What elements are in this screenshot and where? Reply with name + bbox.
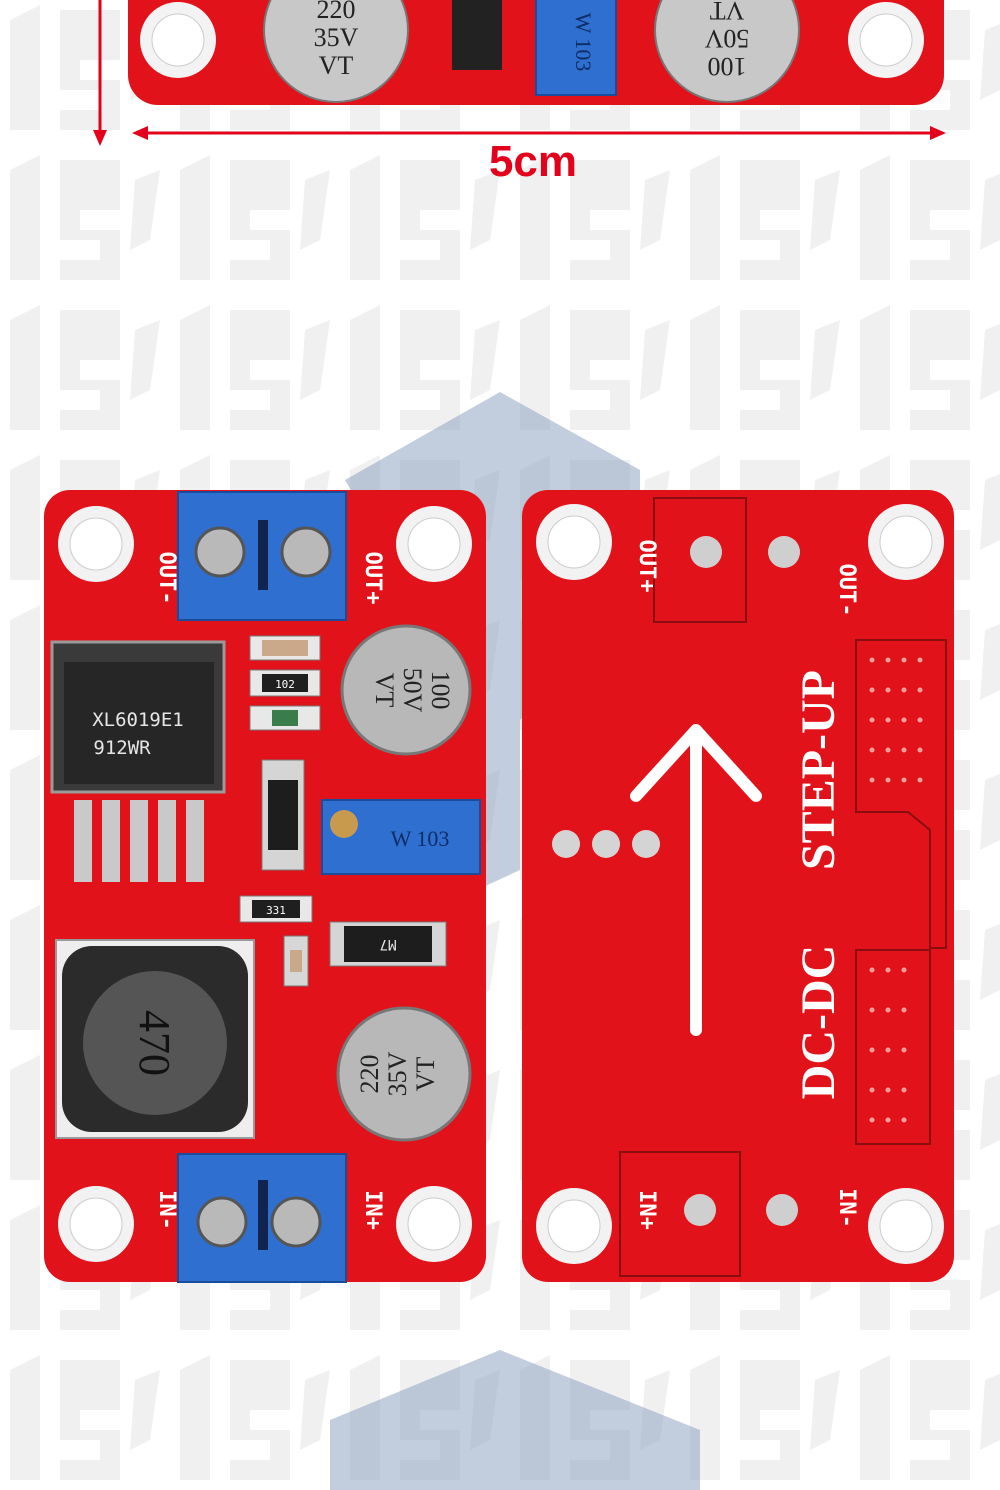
trimmer-label: W 103 bbox=[391, 826, 450, 851]
inductor-label: 470 bbox=[130, 1010, 179, 1076]
back-label-out-plus: OUT+ bbox=[634, 540, 659, 593]
top-cap-left-line3: VT bbox=[319, 51, 354, 80]
label-out-plus: OUT+ bbox=[360, 552, 385, 605]
arrow-up-icon bbox=[630, 724, 762, 1036]
ic-line-2: 912WR bbox=[93, 737, 151, 759]
ic-line-1: XL6019E1 bbox=[92, 709, 184, 731]
label-out-minus: OUT- bbox=[154, 552, 179, 605]
top-cap-left-line2: 35V bbox=[314, 23, 359, 52]
diode-m7-label: M7 bbox=[380, 936, 397, 952]
top-trimmer-label: W 103 bbox=[571, 13, 596, 72]
label-in-minus: IN- bbox=[154, 1190, 179, 1230]
back-label-in-minus: IN- bbox=[834, 1188, 859, 1228]
back-board: OUT+ OUT- IN+ IN- STEP-UP DC-DC bbox=[522, 490, 954, 1282]
back-label-in-plus: IN+ bbox=[634, 1190, 659, 1230]
back-title-dcdc: DC-DC bbox=[792, 945, 845, 1100]
cap-100-line3: VT bbox=[370, 673, 399, 708]
top-cap-right-line2: 50V bbox=[704, 24, 749, 53]
top-cap-right-line3: VT bbox=[710, 0, 745, 25]
cap-100-line1: 100 bbox=[426, 671, 455, 710]
cap-220-line3: VT bbox=[411, 1057, 440, 1092]
cap-220-line2: 35V bbox=[383, 1051, 412, 1096]
top-cap-left-line1: 220 bbox=[317, 0, 356, 24]
capacitor-220uf bbox=[336, 1006, 472, 1142]
measurement: 5cm bbox=[93, 0, 946, 186]
cap-220-line1: 220 bbox=[355, 1055, 384, 1094]
label-in-plus: IN+ bbox=[360, 1190, 385, 1230]
top-cap-right-line1: 100 bbox=[708, 52, 747, 81]
front-board: OUT- OUT+ XL6019E1 912WR 102 100 50V VT bbox=[44, 490, 486, 1283]
cap-100-line2: 50V bbox=[398, 668, 427, 713]
back-label-out-minus: OUT- bbox=[834, 564, 859, 617]
resistor-102-label: 102 bbox=[275, 678, 295, 691]
width-measurement-label: 5cm bbox=[489, 137, 577, 186]
capacitor-100uf bbox=[340, 624, 472, 756]
top-board: 220 35V VT W 103 100 50V VT bbox=[128, 0, 944, 105]
resistor-331-label: 331 bbox=[266, 904, 286, 917]
back-title-stepup: STEP-UP bbox=[792, 670, 845, 870]
